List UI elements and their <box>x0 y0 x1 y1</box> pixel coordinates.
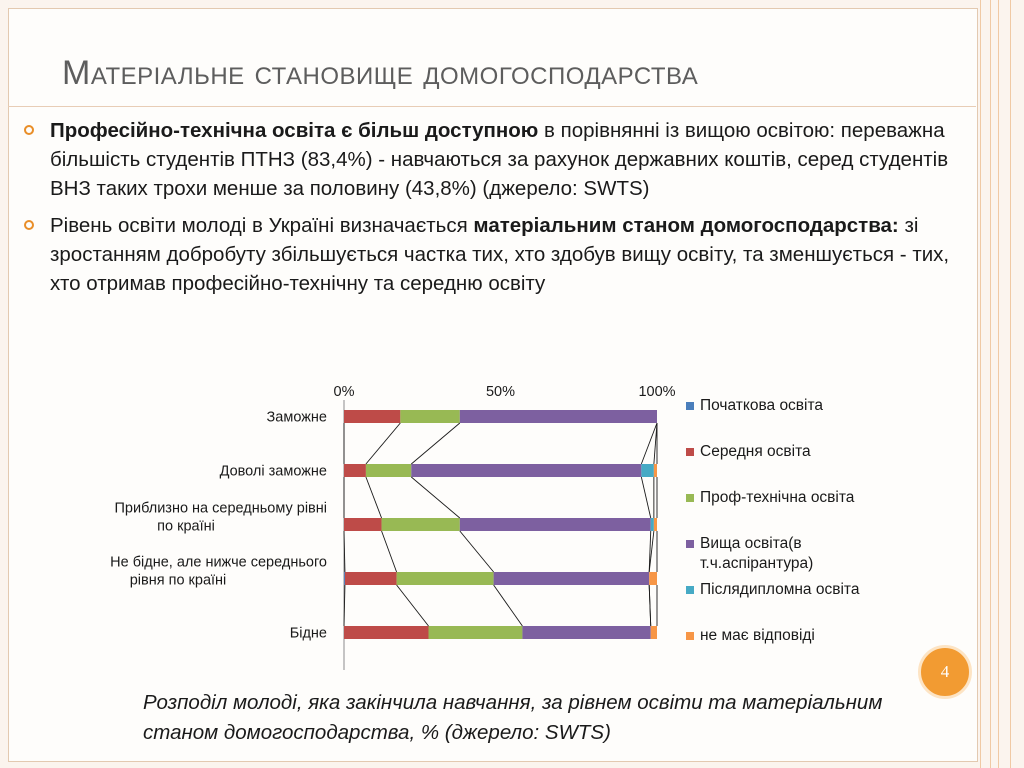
legend-swatch <box>686 402 694 410</box>
bar-segment <box>381 518 460 531</box>
series-connector-line <box>493 584 523 627</box>
legend-swatch <box>686 632 694 640</box>
bullet-rest-text: зі зростанням добробуту збільшується час… <box>50 214 950 295</box>
series-connector-line <box>411 476 461 519</box>
bar-segment <box>396 572 494 585</box>
series-connector-line <box>653 422 658 465</box>
category-label: Бідне <box>290 626 327 642</box>
legend-swatch <box>686 540 694 548</box>
bar-segment <box>344 626 429 639</box>
legend-item: Середня освіта <box>686 442 910 462</box>
category-label: Не бідне, але нижче середнього <box>110 555 327 571</box>
title-divider <box>8 106 976 107</box>
legend-item: Вища освіта(в т.ч.аспірантура) <box>686 534 850 574</box>
bullet-bold-text: матеріальним станом домогосподарства: <box>473 214 899 237</box>
legend-label: Середня освіта <box>700 443 811 460</box>
bullet-text: Професійно-технічна освіта є більш досту… <box>50 116 954 203</box>
bar-segment <box>344 410 401 423</box>
bar-segment <box>650 626 657 639</box>
bar-segment <box>344 464 366 477</box>
category-label: Доволі заможне <box>220 464 327 480</box>
chart-caption: Розподіл молоді, яка закінчила навчання,… <box>143 691 883 744</box>
bullet-text: Рівень освіти молоді в Україні визначаєт… <box>50 211 954 298</box>
legend-label: Проф-технічна освіта <box>700 489 855 506</box>
series-connector-line <box>459 530 494 573</box>
series-connector-line <box>648 584 652 627</box>
bar-segment <box>344 572 397 585</box>
x-tick-label: 50% <box>486 384 515 400</box>
legend-swatch <box>686 494 694 502</box>
legend-swatch <box>686 586 694 594</box>
bullet-circle-icon <box>24 220 34 230</box>
series-connector-line <box>411 422 461 465</box>
bullet-list: Професійно-технічна освіта є більш досту… <box>24 116 954 306</box>
bar-segment <box>522 626 651 639</box>
legend-swatch <box>686 448 694 456</box>
bar-segment <box>344 572 345 585</box>
bar-segment <box>650 518 654 531</box>
series-connector-line <box>365 476 382 519</box>
series-connector-line <box>648 530 652 573</box>
legend-item: не має відповіді <box>686 626 910 646</box>
legend-label: не має відповіді <box>700 627 815 644</box>
x-tick-label: 0% <box>334 384 355 400</box>
bullet-rest-text: в порівнянні із вищою освітою: переважна… <box>50 119 949 200</box>
series-connector-line <box>343 584 346 627</box>
legend-item: Початкова освіта <box>686 396 910 416</box>
bar-segment <box>344 518 382 531</box>
legend-label: Початкова освіта <box>700 397 824 414</box>
bullet-item: Професійно-технічна освіта є більш досту… <box>24 116 954 203</box>
category-label: Приблизно на середньому рівні <box>115 501 328 517</box>
series-connector-line <box>381 530 398 573</box>
series-connector-line <box>396 584 429 627</box>
category-label: рівня по країні <box>130 573 227 589</box>
bullet-item: Рівень освіти молоді в Україні визначаєт… <box>24 211 954 298</box>
bullet-bold-text: Професійно-технічна освіта є більш досту… <box>50 119 539 142</box>
legend-item: Проф-технічна освіта <box>686 488 910 508</box>
bar-segment <box>411 464 642 477</box>
x-tick-label: 100% <box>638 384 675 400</box>
category-label: по країні <box>157 519 215 535</box>
bullet-circle-icon <box>24 125 34 135</box>
bar-segment <box>400 410 460 423</box>
bar-segment <box>459 410 657 423</box>
legend-item: Післядипломна освіта <box>686 580 910 600</box>
legend-label: Вища освіта(в т.ч.аспірантура) <box>700 535 814 572</box>
series-connector-line <box>640 476 652 519</box>
category-label: Заможне <box>267 410 327 426</box>
bar-segment <box>653 518 657 531</box>
page-number-badge: 4 <box>918 645 972 699</box>
series-connector-line <box>648 530 655 573</box>
slide-title: Матеріальне становище домогосподарства <box>62 54 699 92</box>
bar-segment <box>653 464 657 477</box>
series-connector-line <box>365 422 401 465</box>
legend-label: Післядипломна освіта <box>700 581 860 598</box>
bar-segment <box>365 464 412 477</box>
series-connector-line <box>640 422 658 465</box>
bar-segment <box>649 572 657 585</box>
bar-segment <box>428 626 523 639</box>
bar-segment <box>493 572 650 585</box>
bullet-lead-text: Рівень освіти молоді в Україні визначаєт… <box>50 214 474 237</box>
bar-segment <box>459 518 651 531</box>
decorative-side-lines <box>976 0 1024 768</box>
bar-segment <box>641 464 654 477</box>
series-connector-line <box>343 530 346 573</box>
